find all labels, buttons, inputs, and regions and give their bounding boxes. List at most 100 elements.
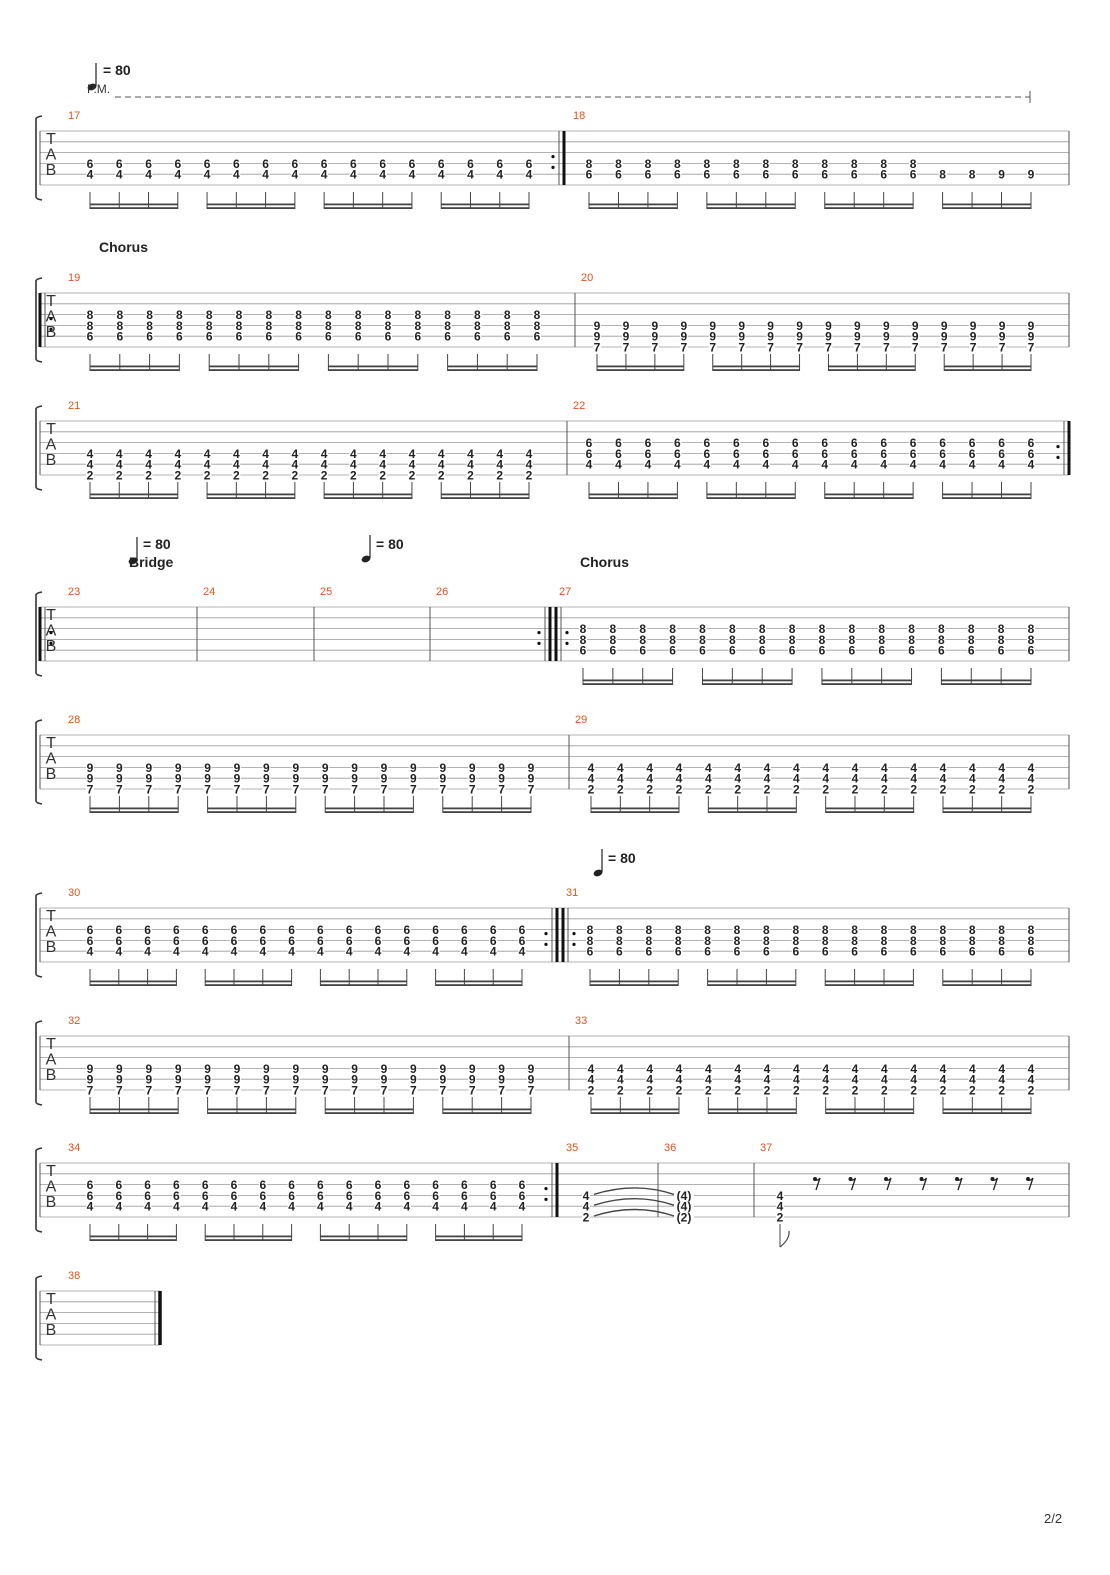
note-beam [591,1112,679,1114]
beat: 886 [968,923,977,959]
measure: 3344244244244244244244244244244244244244… [575,1015,1070,1114]
fret-number: 4 [526,458,533,472]
tempo-mark: = 80 [593,849,636,877]
fret-mask [621,320,630,331]
fret-mask [518,946,526,957]
fret-mask [788,634,797,645]
fret-number: 4 [674,458,681,472]
fret-mask [763,773,771,784]
tempo-value: = 80 [143,536,171,552]
beat: 442 [821,1062,830,1098]
fret-number: 4 [777,1200,784,1214]
fret-mask [880,773,889,784]
fret-number: 9 [351,1062,358,1076]
fret-number: 8 [851,157,858,171]
fret-mask [763,1074,771,1085]
fret-number: 8 [908,633,915,647]
fret-mask [708,342,717,352]
fret-number: 6 [519,1178,526,1192]
fret-mask [674,935,683,946]
fret-mask [232,169,241,180]
fret-mask [230,1190,238,1201]
note-beam [320,1239,407,1241]
fret-number: 9 [87,772,94,786]
fret-mask [702,459,711,470]
fret-number: 6 [173,1189,180,1203]
fret-number: 8 [822,923,829,937]
note-beam [943,1112,1031,1114]
fret-number: 6 [848,644,855,658]
fret-number: 8 [938,633,945,647]
tab-clef-letter: T [46,607,56,624]
eighth-rest-icon [884,1177,892,1191]
fret-number: 4 [793,761,800,775]
fret-number: 4 [910,1073,917,1087]
fret-mask [909,169,918,180]
fret-mask [728,634,737,645]
beat: 664 [287,923,296,959]
eighth-rest-icon [848,1177,857,1191]
beat: 886 [997,622,1006,658]
fret-mask [732,448,741,459]
fret-number: 8 [878,633,885,647]
beat: 442 [86,447,94,483]
beat: 997 [969,319,978,355]
note-beam [207,807,296,810]
beat: 442 [851,761,859,797]
fret-number: 9 [381,1062,388,1076]
note-beam [207,203,295,206]
fret-mask [320,158,329,169]
fret-mask [795,331,804,342]
fret-number: 8 [704,157,711,171]
fret-number: 4 [438,447,445,461]
fret-number: 2 [145,469,152,483]
beat: 886 [821,923,830,959]
fret-mask [175,309,184,320]
fret-number: 9 [263,761,270,775]
fret-number: 6 [375,1189,382,1203]
fret-mask [877,623,886,634]
fret-mask [320,169,329,180]
fret-number: 9 [1028,330,1035,344]
fret-mask [316,1190,325,1201]
note-beam [324,203,412,206]
measure-number: 26 [436,586,448,598]
fret-mask [173,169,182,180]
fret-number: 4 [233,458,240,472]
fret-number: 6 [704,168,711,182]
fret-number: 4 [617,761,624,775]
fret-mask [201,935,210,946]
fret-mask [616,784,625,794]
fret-number: 2 [1028,783,1035,797]
system-bracket [35,115,43,201]
beat: 442 [792,761,801,797]
note-beam [825,984,914,986]
fret-mask [621,331,630,342]
fret-mask [615,946,624,957]
note-beam [944,369,1031,371]
fret-number: 9 [87,1073,94,1087]
fret-mask [937,623,946,634]
fret-mask [438,762,447,773]
fret-mask [939,784,947,794]
fret-mask [644,946,653,957]
fret-number: 8 [734,934,741,948]
fret-mask [205,309,214,320]
measure-number: 35 [566,1142,578,1154]
note-beam [583,683,673,685]
tab-clef: TAB [46,735,57,783]
fret-mask [704,762,713,773]
repeat-dot [551,165,555,169]
fret-mask [997,645,1006,656]
fret-mask [643,169,652,180]
fret-mask [86,1190,94,1201]
fret-mask [650,331,659,342]
fret-mask [489,924,498,935]
fret-number: 6 [145,157,152,171]
fret-mask [413,320,422,331]
beat: 886 [788,622,797,658]
fret-number: 7 [175,1084,182,1098]
note-beam [435,1235,522,1238]
fret-number: 4 [940,761,947,775]
fret-mask [733,1063,742,1074]
